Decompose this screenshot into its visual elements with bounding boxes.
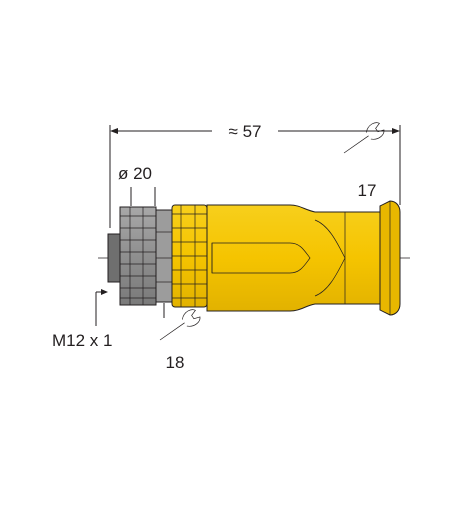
coupling-nut xyxy=(107,206,173,306)
diameter-label: ø 20 xyxy=(118,164,152,183)
length-label: ≈ 57 xyxy=(229,122,262,141)
diameter-dimension: ø 20 xyxy=(118,164,156,206)
arrowhead-right-icon xyxy=(392,128,400,134)
thread-dimension: M12 x 1 xyxy=(52,289,112,350)
wrench-icon xyxy=(343,122,385,154)
wrench-17: 17 xyxy=(343,122,385,200)
wrench-icon xyxy=(159,309,201,341)
thread-label: M12 x 1 xyxy=(52,331,112,350)
wrench-nut-label: 18 xyxy=(166,353,185,372)
arrowhead-left-icon xyxy=(110,128,118,134)
wrench-18: 18 xyxy=(159,303,201,372)
length-dimension: ≈ 57 xyxy=(109,122,401,228)
connector-body xyxy=(171,200,401,316)
wrench-body-label: 17 xyxy=(358,181,377,200)
arrow-icon xyxy=(101,289,108,295)
